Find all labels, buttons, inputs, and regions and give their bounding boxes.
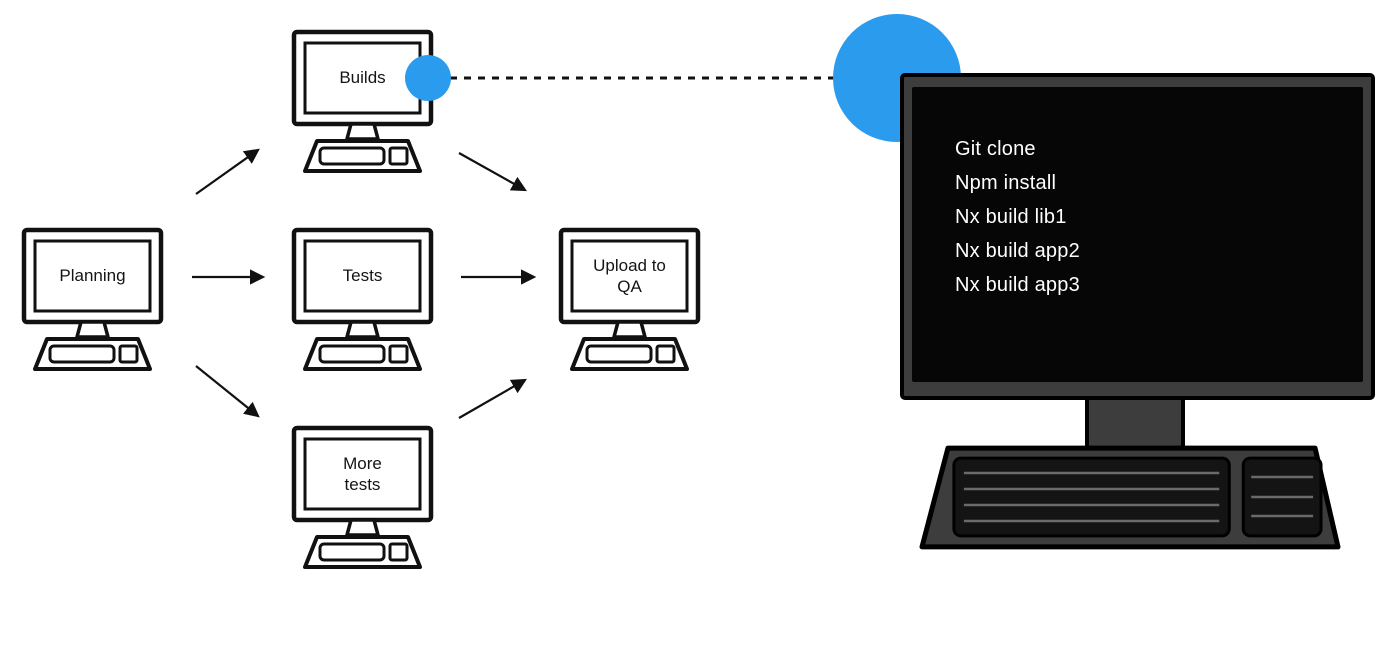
terminal-computer: Git clone Npm install Nx build lib1 Nx b…	[900, 73, 1376, 555]
terminal-line: Npm install	[955, 172, 1057, 194]
terminal-line: Nx build lib1	[955, 206, 1067, 228]
arrow-planning-more-tests	[195, 365, 260, 418]
arrow-builds-upload	[458, 152, 528, 192]
terminal-line: Nx build app2	[955, 240, 1080, 262]
computer-icon	[291, 227, 434, 371]
arrow-more-tests-upload	[458, 378, 528, 419]
keyboard-icon	[919, 445, 1341, 550]
computer-icon	[21, 227, 164, 371]
computer-icon	[291, 425, 434, 569]
terminal-monitor: Git clone Npm install Nx build lib1 Nx b…	[900, 73, 1375, 400]
node-more-tests-label: More tests	[343, 453, 382, 494]
terminal-screen: Git clone Npm install Nx build lib1 Nx b…	[912, 87, 1363, 382]
terminal-line: Nx build app3	[955, 274, 1080, 296]
node-builds: Builds	[290, 28, 435, 176]
node-planning-label: Planning	[59, 266, 126, 286]
terminal-output: Git clone Npm install Nx build lib1 Nx b…	[912, 87, 1363, 302]
node-builds-label: Builds	[339, 68, 386, 88]
computer-icon	[291, 29, 434, 173]
computer-icon	[558, 227, 701, 371]
node-upload-qa-label: Upload to QA	[593, 255, 666, 296]
terminal-line: Git clone	[955, 138, 1036, 160]
node-more-tests: More tests	[290, 424, 435, 572]
node-planning: Planning	[20, 226, 165, 374]
arrow-planning-builds	[195, 148, 260, 195]
node-upload-qa: Upload to QA	[557, 226, 702, 374]
node-tests: Tests	[290, 226, 435, 374]
node-tests-label: Tests	[342, 266, 383, 286]
